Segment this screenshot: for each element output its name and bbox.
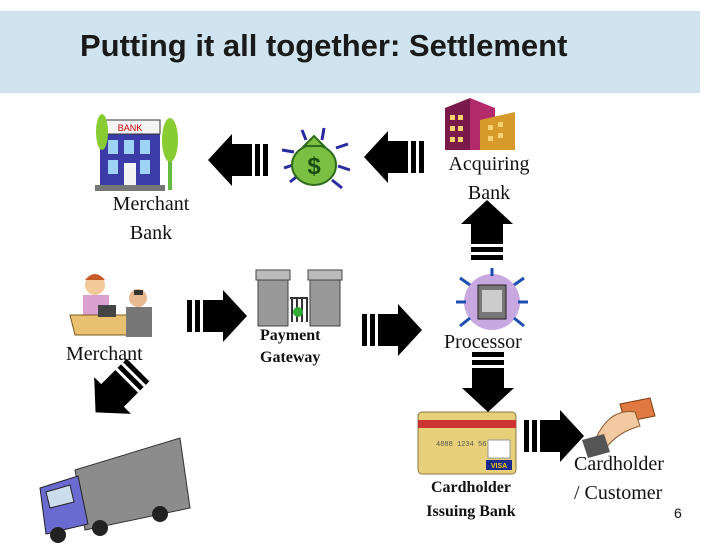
arrow-processor-to-issuing-bank	[462, 352, 514, 412]
label-payment-gateway: Payment Gateway	[260, 327, 321, 366]
bank-sign: BANK	[118, 123, 143, 133]
merchant-counter-icon	[69, 274, 152, 337]
label-cardholder-customer: Cardholder / Customer	[574, 453, 664, 504]
label-processor: Processor	[444, 331, 522, 353]
label-merchant-bank-text: Merchant Bank	[112, 193, 190, 244]
label-merchant-bank: Merchant Bank	[96, 190, 206, 248]
arrow-merchant-to-gateway	[187, 290, 247, 342]
office-building-icon	[445, 98, 515, 150]
label-cardholder-issuing-bank: Cardholder Issuing Bank	[426, 479, 516, 520]
label-merchant: Merchant	[66, 343, 143, 365]
arrow-gateway-to-processor	[362, 304, 422, 356]
arrow-acquiring-to-money	[364, 131, 424, 183]
page-number: 6	[674, 505, 682, 521]
label-acquiring-bank-text: Acquiring Bank	[448, 153, 530, 204]
bank-building-icon: BANK	[95, 114, 178, 191]
hand-card-icon	[582, 397, 656, 458]
money-bag-icon: $	[281, 127, 351, 190]
card-brand: VISA	[491, 463, 507, 470]
money-symbol: $	[307, 153, 321, 180]
label-acquiring-bank: Acquiring Bank	[436, 150, 542, 208]
gateway-icon	[255, 269, 343, 327]
title-bar	[0, 11, 700, 93]
credit-card-icon: 4888 1234 5678 VISA	[417, 411, 517, 475]
processor-gear-icon	[456, 268, 528, 330]
page-title: Putting it all together: Settlement	[80, 28, 568, 63]
svg-text:4888 1234 5678: 4888 1234 5678	[436, 441, 495, 449]
truck-icon	[39, 437, 191, 543]
arrow-processor-to-acquiring	[461, 200, 513, 260]
arrow-money-to-merchant-bank	[208, 134, 268, 186]
